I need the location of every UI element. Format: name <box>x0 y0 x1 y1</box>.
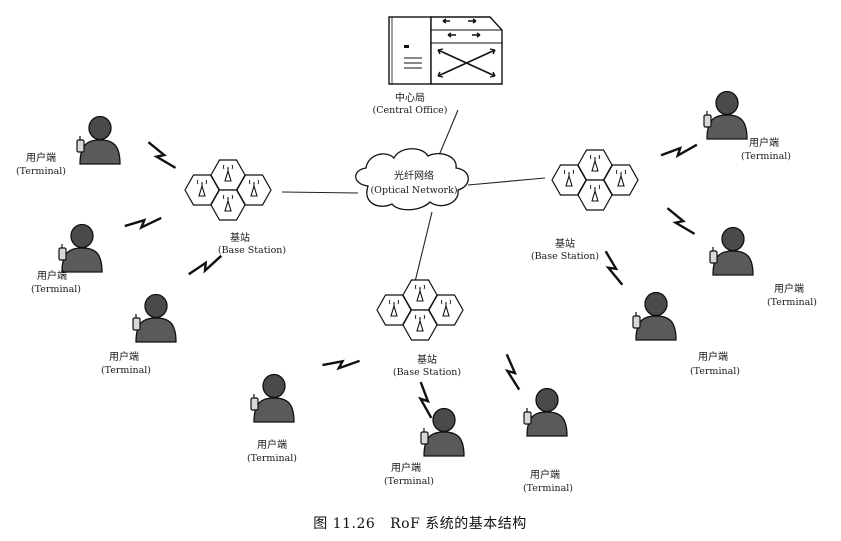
terminal-user-icon <box>250 373 295 423</box>
terminal-label-cn: 用户端 <box>698 350 728 363</box>
terminal-label-en: (Terminal) <box>384 476 434 487</box>
terminal-label-en: (Terminal) <box>767 297 817 308</box>
terminal-label-cn: 用户端 <box>749 136 779 149</box>
figure-caption: 图 11.26 RoF 系统的基本结构 <box>313 515 527 532</box>
terminal-label-cn: 用户端 <box>391 461 421 474</box>
link-network-bs-bottom <box>412 211 433 291</box>
base-station-bottom-label-en: (Base Station) <box>393 367 461 378</box>
central-office-label-en: (Central Office) <box>372 105 447 116</box>
wireless-link-icon <box>661 206 701 236</box>
wireless-link-icon <box>497 353 529 391</box>
wireless-link-icon <box>123 207 163 237</box>
base-station-right-label-en: (Base Station) <box>531 251 599 262</box>
terminal-user-icon <box>58 223 103 273</box>
terminal-label-cn: 用户端 <box>109 350 139 363</box>
base-station-bottom <box>377 280 463 340</box>
base-station-left <box>185 160 271 220</box>
optical-network-cloud <box>355 148 469 211</box>
terminal-user-icon <box>703 90 748 140</box>
base-station-left-label-en: (Base Station) <box>218 245 286 256</box>
terminal-user-icon <box>709 226 754 276</box>
link-network-bs-right <box>467 177 546 186</box>
terminal-label-en: (Terminal) <box>247 453 297 464</box>
wireless-link-icon <box>597 250 631 286</box>
terminal-label-cn: 用户端 <box>774 282 804 295</box>
base-station-right-label-cn: 基站 <box>555 237 575 250</box>
terminal-user-icon <box>420 407 465 457</box>
terminal-label-en: (Terminal) <box>101 365 151 376</box>
wireless-link-icon <box>187 247 223 283</box>
terminal-label-en: (Terminal) <box>741 151 791 162</box>
central-office-icon <box>388 16 503 85</box>
terminal-user-icon <box>632 291 677 341</box>
base-station-bottom-label-cn: 基站 <box>417 353 437 366</box>
wireless-link-icon <box>659 135 699 165</box>
terminal-user-icon <box>523 387 568 437</box>
base-station-left-label-cn: 基站 <box>230 231 250 244</box>
terminal-label-cn: 用户端 <box>257 438 287 451</box>
terminal-label-cn: 用户端 <box>530 468 560 481</box>
terminal-user-icon <box>76 115 121 165</box>
link-network-bs-left <box>281 191 359 194</box>
terminal-label-en: (Terminal) <box>16 166 66 177</box>
optical-network-label-en: (Optical Network) <box>370 185 457 196</box>
base-station-right <box>552 150 638 210</box>
wireless-link-icon <box>142 140 182 170</box>
optical-network-label-cn: 光纤网络 <box>394 169 434 182</box>
terminal-label-en: (Terminal) <box>31 284 81 295</box>
terminal-label-cn: 用户端 <box>26 151 56 164</box>
terminal-label-cn: 用户端 <box>37 269 67 282</box>
terminal-label-en: (Terminal) <box>523 483 573 494</box>
central-office-label-cn: 中心局 <box>395 91 425 104</box>
terminal-label-en: (Terminal) <box>690 366 740 377</box>
wireless-link-icon <box>321 350 361 376</box>
terminal-user-icon <box>132 293 177 343</box>
